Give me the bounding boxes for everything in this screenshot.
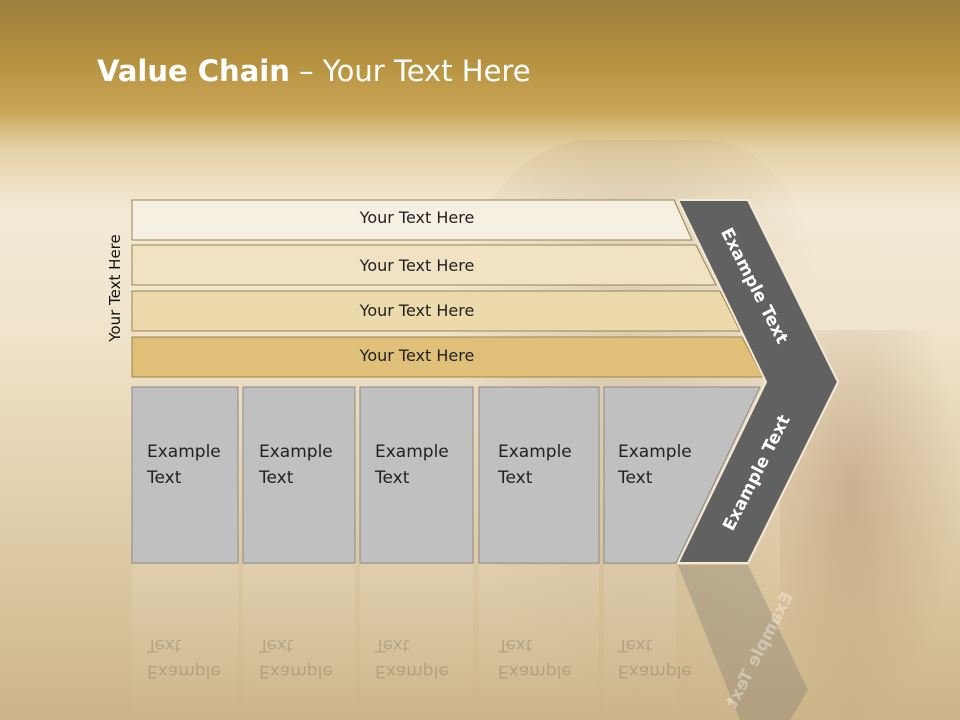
cell-box-1	[131, 386, 239, 564]
slide-title: Value Chain – Your Text Here	[97, 54, 531, 88]
row-label-3: Your Text Here	[359, 301, 475, 320]
cell-reflection-2: Example Text	[259, 635, 333, 681]
row-label-4: Your Text Here	[359, 346, 475, 365]
cell-box-5	[603, 386, 761, 564]
cell-label-3: Example Text	[375, 442, 449, 488]
chevron-arrow	[676, 199, 840, 564]
cell-reflection-3: Example Text	[375, 635, 449, 681]
row-bar-2	[131, 244, 717, 286]
cell-box-3	[359, 386, 474, 564]
cell-reflection-1: Example Text	[147, 635, 221, 681]
row-bar-1	[131, 199, 693, 241]
cell-label-2: Example Text	[259, 442, 333, 488]
row-label-2: Your Text Here	[359, 256, 475, 275]
cell-label-1: Example Text	[147, 442, 221, 488]
cell-reflection-5: Example Text	[618, 635, 692, 681]
title-bold: Value Chain	[97, 54, 290, 88]
cell-label-5: Example Text	[618, 442, 692, 488]
row-label-1: Your Text Here	[359, 208, 475, 227]
cell-box-2	[242, 386, 356, 564]
chevron-reflection	[678, 565, 808, 720]
cell-reflections	[132, 565, 676, 720]
cell-label-4: Example Text	[498, 442, 572, 488]
cell-box-4	[478, 386, 600, 564]
title-rest: – Your Text Here	[289, 54, 531, 88]
row-bar-3	[131, 290, 741, 332]
cell-reflection-4: Example Text	[498, 635, 572, 681]
